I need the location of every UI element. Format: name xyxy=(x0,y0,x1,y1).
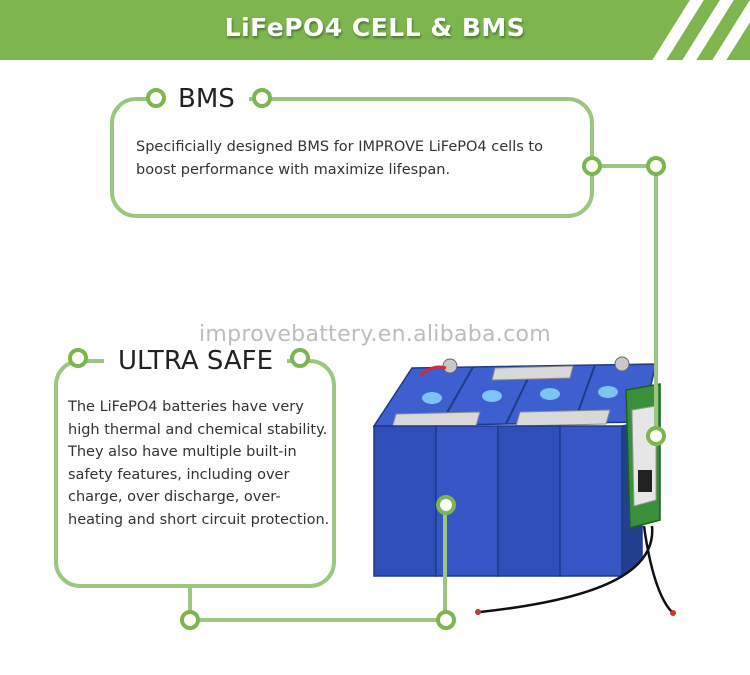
battery-pack-illustration xyxy=(372,356,676,616)
connector-dot-icon xyxy=(68,348,88,368)
connector-dot-icon xyxy=(582,156,602,176)
ultra-safe-description: The LiFePO4 batteries have very high the… xyxy=(68,399,330,528)
ultra-safe-title: ULTRA SAFE xyxy=(104,346,288,376)
connector-dot-icon xyxy=(646,156,666,176)
connector-dot-icon xyxy=(180,610,200,630)
bms-info-box xyxy=(110,97,594,218)
connector-line xyxy=(188,585,192,621)
bms-description: Specificially designed BMS for IMPROVE L… xyxy=(136,139,543,178)
watermark: improvebattery.en.alibaba.com xyxy=(199,322,551,347)
connector-dot-icon xyxy=(290,348,310,368)
ultra-safe-info-box xyxy=(54,359,336,588)
connector-dot-icon xyxy=(252,88,272,108)
connector-dot-icon xyxy=(146,88,166,108)
bms-title: BMS xyxy=(164,84,249,114)
connector-line xyxy=(190,618,446,622)
connector-dot-icon xyxy=(646,426,666,446)
connector-dot-icon xyxy=(436,495,456,515)
connector-line xyxy=(654,166,658,436)
header-banner: LiFePO4 CELL & BMS xyxy=(0,0,750,60)
connector-line xyxy=(443,506,447,620)
connector-line xyxy=(592,164,656,168)
page-title: LiFePO4 CELL & BMS xyxy=(224,13,526,42)
connector-dot-icon xyxy=(436,610,456,630)
